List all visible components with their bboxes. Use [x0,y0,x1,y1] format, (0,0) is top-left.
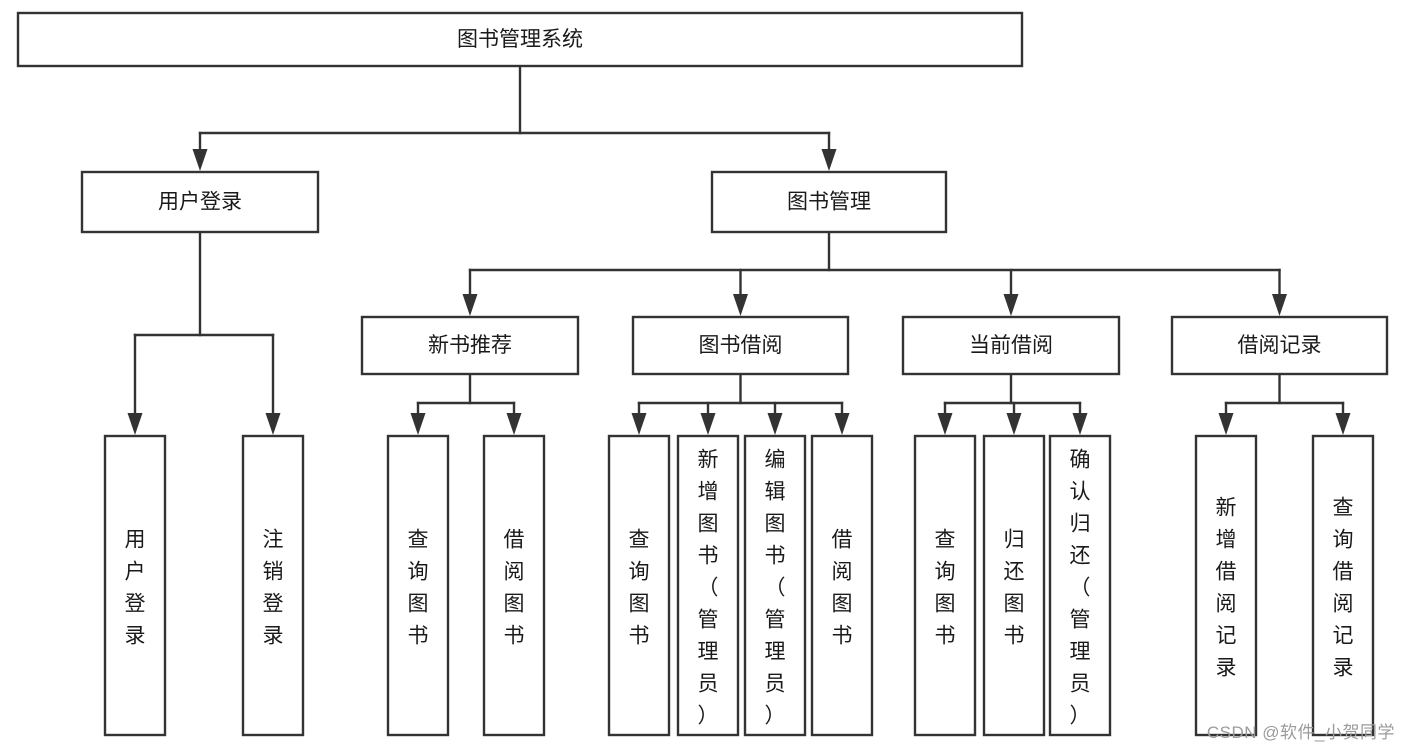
node-box [16,11,1024,68]
node-l-query-book-a[interactable]: 查询图书 [386,434,450,737]
arrow-head-icon [1272,294,1287,316]
node-label: 新书推荐 [428,334,512,357]
node-label: 确认归还（管理员） [1070,448,1091,727]
node-l-add-book[interactable]: 新增图书（管理员） [676,434,740,737]
node-label: 当前借阅 [969,334,1053,357]
edge-group [127,230,281,435]
arrow-head-icon [1003,294,1019,316]
arrow-head-icon [1072,413,1088,435]
arrow-head-icon [1006,413,1022,435]
node-box [631,315,850,376]
node-n-book-manage[interactable]: 图书管理 [710,170,948,234]
arrow-head-icon [265,413,281,435]
arrow-head-icon [937,413,953,435]
arrow-head-icon [631,413,647,435]
node-box [1048,434,1112,737]
node-n-borrow[interactable]: 图书借阅 [631,315,850,376]
arrow-head-icon [821,149,837,171]
node-box [710,170,948,234]
node-box [482,434,546,737]
node-label: 用户登录 [158,191,242,214]
node-box [982,434,1046,737]
arrow-head-icon [1218,413,1234,435]
node-label: 图书借阅 [699,334,783,357]
edge-group [1218,372,1351,435]
node-root[interactable]: 图书管理系统 [16,11,1024,68]
arrow-head-icon [834,413,850,435]
arrow-head-icon [127,413,143,435]
arrow-head-icon [410,413,426,435]
node-label: 借阅图书 [504,528,525,647]
arrow-head-icon [462,294,478,316]
node-l-user-login[interactable]: 用户登录 [103,434,167,737]
edge-group [631,372,850,435]
node-box [1194,434,1258,737]
node-box [810,434,874,737]
edge-group [937,372,1088,435]
node-label: 新增借阅记录 [1216,496,1237,679]
node-label: 查询图书 [935,528,956,647]
node-box [1311,434,1375,737]
edge-group [192,64,837,171]
node-l-query-book-b[interactable]: 查询图书 [607,434,671,737]
node-l-borrow-book-a[interactable]: 借阅图书 [482,434,546,737]
node-label: 注销登录 [263,528,284,647]
arrow-head-icon [192,149,208,171]
nodes-layer: 图书管理系统用户登录图书管理新书推荐图书借阅当前借阅借阅记录用户登录注销登录查询… [16,11,1389,737]
node-n-current[interactable]: 当前借阅 [901,315,1121,376]
node-box [901,315,1121,376]
arrow-head-icon [767,413,783,435]
node-label: 归还图书 [1004,528,1025,647]
arrow-head-icon [700,413,716,435]
node-l-query-book-c[interactable]: 查询图书 [913,434,977,737]
node-l-user-logout[interactable]: 注销登录 [241,434,305,737]
node-label: 编辑图书（管理员） [765,448,786,727]
arrow-head-icon [506,413,522,435]
node-box [80,170,320,234]
node-l-borrow-book-b[interactable]: 借阅图书 [810,434,874,737]
edge-group [462,230,1287,316]
node-label: 图书管理系统 [457,28,583,51]
node-l-query-record[interactable]: 查询借阅记录 [1311,434,1375,737]
node-box [360,315,580,376]
node-box [676,434,740,737]
node-l-confirm-return[interactable]: 确认归还（管理员） [1048,434,1112,737]
node-n-user-login[interactable]: 用户登录 [80,170,320,234]
arrow-head-icon [733,294,748,316]
node-l-add-record[interactable]: 新增借阅记录 [1194,434,1258,737]
node-label: 用户登录 [125,528,146,647]
node-label: 借阅记录 [1238,334,1322,357]
node-box [386,434,450,737]
node-box [241,434,305,737]
node-label: 借阅图书 [832,528,853,647]
node-box [1170,315,1389,376]
node-label: 图书管理 [787,191,871,214]
node-n-record[interactable]: 借阅记录 [1170,315,1389,376]
node-l-return-book[interactable]: 归还图书 [982,434,1046,737]
node-label: 查询图书 [629,528,650,647]
arrow-head-icon [1335,413,1351,435]
node-box [607,434,671,737]
edge-group [410,372,522,435]
node-label: 查询借阅记录 [1333,496,1354,679]
watermark-text: CSDN @软件_小贺同学 [1206,723,1395,742]
node-n-new-book[interactable]: 新书推荐 [360,315,580,376]
node-box [103,434,167,737]
node-box [743,434,807,737]
edges-layer [127,64,1351,435]
node-label: 查询图书 [408,528,429,647]
node-label: 新增图书（管理员） [698,448,719,727]
node-box [913,434,977,737]
node-l-edit-book[interactable]: 编辑图书（管理员） [743,434,807,737]
